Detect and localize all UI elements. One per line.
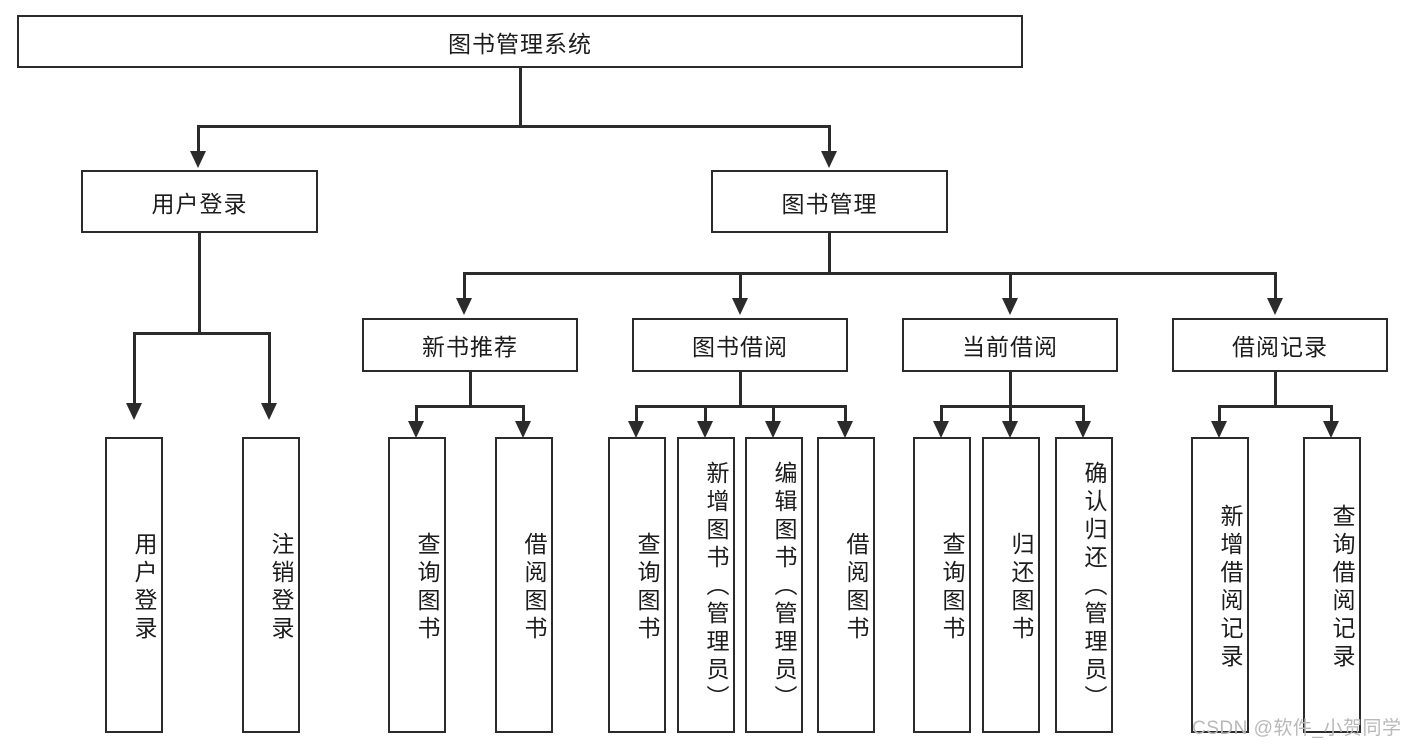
node-root-book-management-system[interactable]: 图书管理系统	[17, 15, 1023, 68]
edge-root-bus	[197, 125, 831, 128]
arrow-user-login-to-leaf-2	[261, 403, 277, 420]
arrow-bm-to-current-borrow	[1002, 298, 1018, 315]
node-book-borrow[interactable]: 图书借阅	[632, 318, 848, 372]
edge-new-book-to-leaf-1	[415, 405, 418, 425]
node-label: 图书借阅	[692, 334, 788, 360]
leaf-user-login-login[interactable]: 用户登录	[105, 437, 163, 733]
node-book-management[interactable]: 图书管理	[711, 170, 948, 233]
node-label: 查询图书	[414, 532, 440, 644]
node-label: 注销登录	[268, 532, 294, 644]
arrow-bb-to-leaf-2	[697, 421, 713, 438]
node-label: 借阅图书	[521, 532, 547, 644]
leaf-borrow-record-add-record[interactable]: 新增借阅记录	[1191, 437, 1249, 733]
node-user-login[interactable]: 用户登录	[81, 170, 318, 233]
leaf-book-borrow-edit-book-admin[interactable]: 编辑图书（管理员）	[745, 437, 803, 733]
edge-bb-to-leaf-1	[635, 405, 638, 425]
node-label: 新增借阅记录	[1217, 504, 1243, 672]
edge-new-book-bus	[415, 405, 525, 408]
arrow-cb-to-leaf-2	[1002, 421, 1018, 438]
edge-user-login-to-leaf-2	[268, 332, 271, 405]
arrow-br-to-leaf-1	[1211, 421, 1227, 438]
node-label: 用户登录	[151, 190, 248, 217]
arrow-bm-to-new-book	[456, 298, 472, 315]
node-label: 借阅记录	[1232, 334, 1328, 360]
csdn-watermark: CSDN @软件_小贺同学	[1192, 718, 1402, 739]
leaf-new-book-query-books[interactable]: 查询图书	[388, 437, 446, 733]
edge-borrow-record-drop	[1274, 372, 1277, 408]
arrow-bb-to-leaf-1	[628, 421, 644, 438]
arrow-bm-to-book-borrow	[732, 298, 748, 315]
edge-bm-to-book-borrow	[739, 272, 742, 300]
edge-new-book-drop	[469, 372, 472, 408]
edge-bm-to-new-book	[463, 272, 466, 300]
edge-bm-to-current-borrow	[1009, 272, 1012, 300]
node-borrow-record[interactable]: 借阅记录	[1172, 318, 1388, 372]
leaf-borrow-record-query-record[interactable]: 查询借阅记录	[1303, 437, 1361, 733]
arrow-new-book-to-leaf-2	[515, 421, 531, 438]
edge-book-borrow-bus	[635, 405, 847, 408]
node-label: 编辑图书（管理员）	[771, 461, 797, 713]
node-label: 确认归还（管理员）	[1081, 461, 1107, 713]
edge-root-to-book-management	[828, 125, 831, 153]
node-label: 查询借阅记录	[1329, 504, 1355, 672]
edge-book-management-drop	[828, 233, 831, 274]
node-label: 图书管理系统	[448, 30, 592, 57]
arrow-bb-to-leaf-4	[837, 421, 853, 438]
node-label: 当前借阅	[962, 334, 1058, 360]
arrow-br-to-leaf-2	[1323, 421, 1339, 438]
edge-user-login-to-leaf-1	[133, 332, 136, 405]
node-label: 查询图书	[939, 532, 965, 644]
edge-cb-to-leaf-1	[940, 405, 943, 425]
edge-cb-to-leaf-3	[1082, 405, 1085, 425]
arrow-bm-to-borrow-record	[1267, 298, 1283, 315]
edge-cb-to-leaf-2	[1009, 405, 1012, 425]
arrow-cb-to-leaf-3	[1075, 421, 1091, 438]
node-label: 新书推荐	[422, 334, 518, 360]
arrow-root-to-user-login	[190, 151, 206, 168]
edge-current-borrow-drop	[1009, 372, 1012, 408]
edge-br-to-leaf-2	[1330, 405, 1333, 425]
node-label: 图书管理	[781, 190, 878, 217]
edge-book-management-bus	[463, 272, 1277, 275]
arrow-root-to-book-management	[821, 151, 837, 168]
node-label: 借阅图书	[843, 532, 869, 644]
node-label: 查询图书	[634, 532, 660, 644]
leaf-new-book-borrow-books[interactable]: 借阅图书	[495, 437, 553, 733]
node-current-borrow[interactable]: 当前借阅	[902, 318, 1118, 372]
edge-bb-to-leaf-2	[704, 405, 707, 425]
node-label: 归还图书	[1008, 532, 1034, 644]
leaf-current-borrow-return-books[interactable]: 归还图书	[982, 437, 1040, 733]
edge-book-borrow-drop	[739, 372, 742, 408]
leaf-current-borrow-query-books[interactable]: 查询图书	[913, 437, 971, 733]
node-new-book-recommend[interactable]: 新书推荐	[362, 318, 578, 372]
edge-bb-to-leaf-3	[772, 405, 775, 425]
edge-bm-to-borrow-record	[1274, 272, 1277, 300]
leaf-user-login-logout[interactable]: 注销登录	[242, 437, 300, 733]
edge-user-login-drop	[198, 233, 201, 334]
edge-new-book-to-leaf-2	[522, 405, 525, 425]
leaf-book-borrow-add-book-admin[interactable]: 新增图书（管理员）	[677, 437, 735, 733]
edge-root-to-user-login	[197, 125, 200, 153]
arrow-cb-to-leaf-1	[933, 421, 949, 438]
node-label: 新增图书（管理员）	[703, 461, 729, 713]
edge-user-login-bus	[133, 332, 271, 335]
arrow-new-book-to-leaf-1	[408, 421, 424, 438]
edge-borrow-record-bus	[1218, 405, 1333, 408]
node-label: 用户登录	[131, 532, 157, 644]
leaf-current-borrow-confirm-return-admin[interactable]: 确认归还（管理员）	[1055, 437, 1113, 733]
edge-current-borrow-bus	[940, 405, 1085, 408]
edge-bb-to-leaf-4	[844, 405, 847, 425]
arrow-user-login-to-leaf-1	[126, 403, 142, 420]
edge-br-to-leaf-1	[1218, 405, 1221, 425]
edge-root-drop	[519, 68, 522, 127]
leaf-book-borrow-borrow-books[interactable]: 借阅图书	[817, 437, 875, 733]
leaf-book-borrow-query-books[interactable]: 查询图书	[608, 437, 666, 733]
arrow-bb-to-leaf-3	[765, 421, 781, 438]
